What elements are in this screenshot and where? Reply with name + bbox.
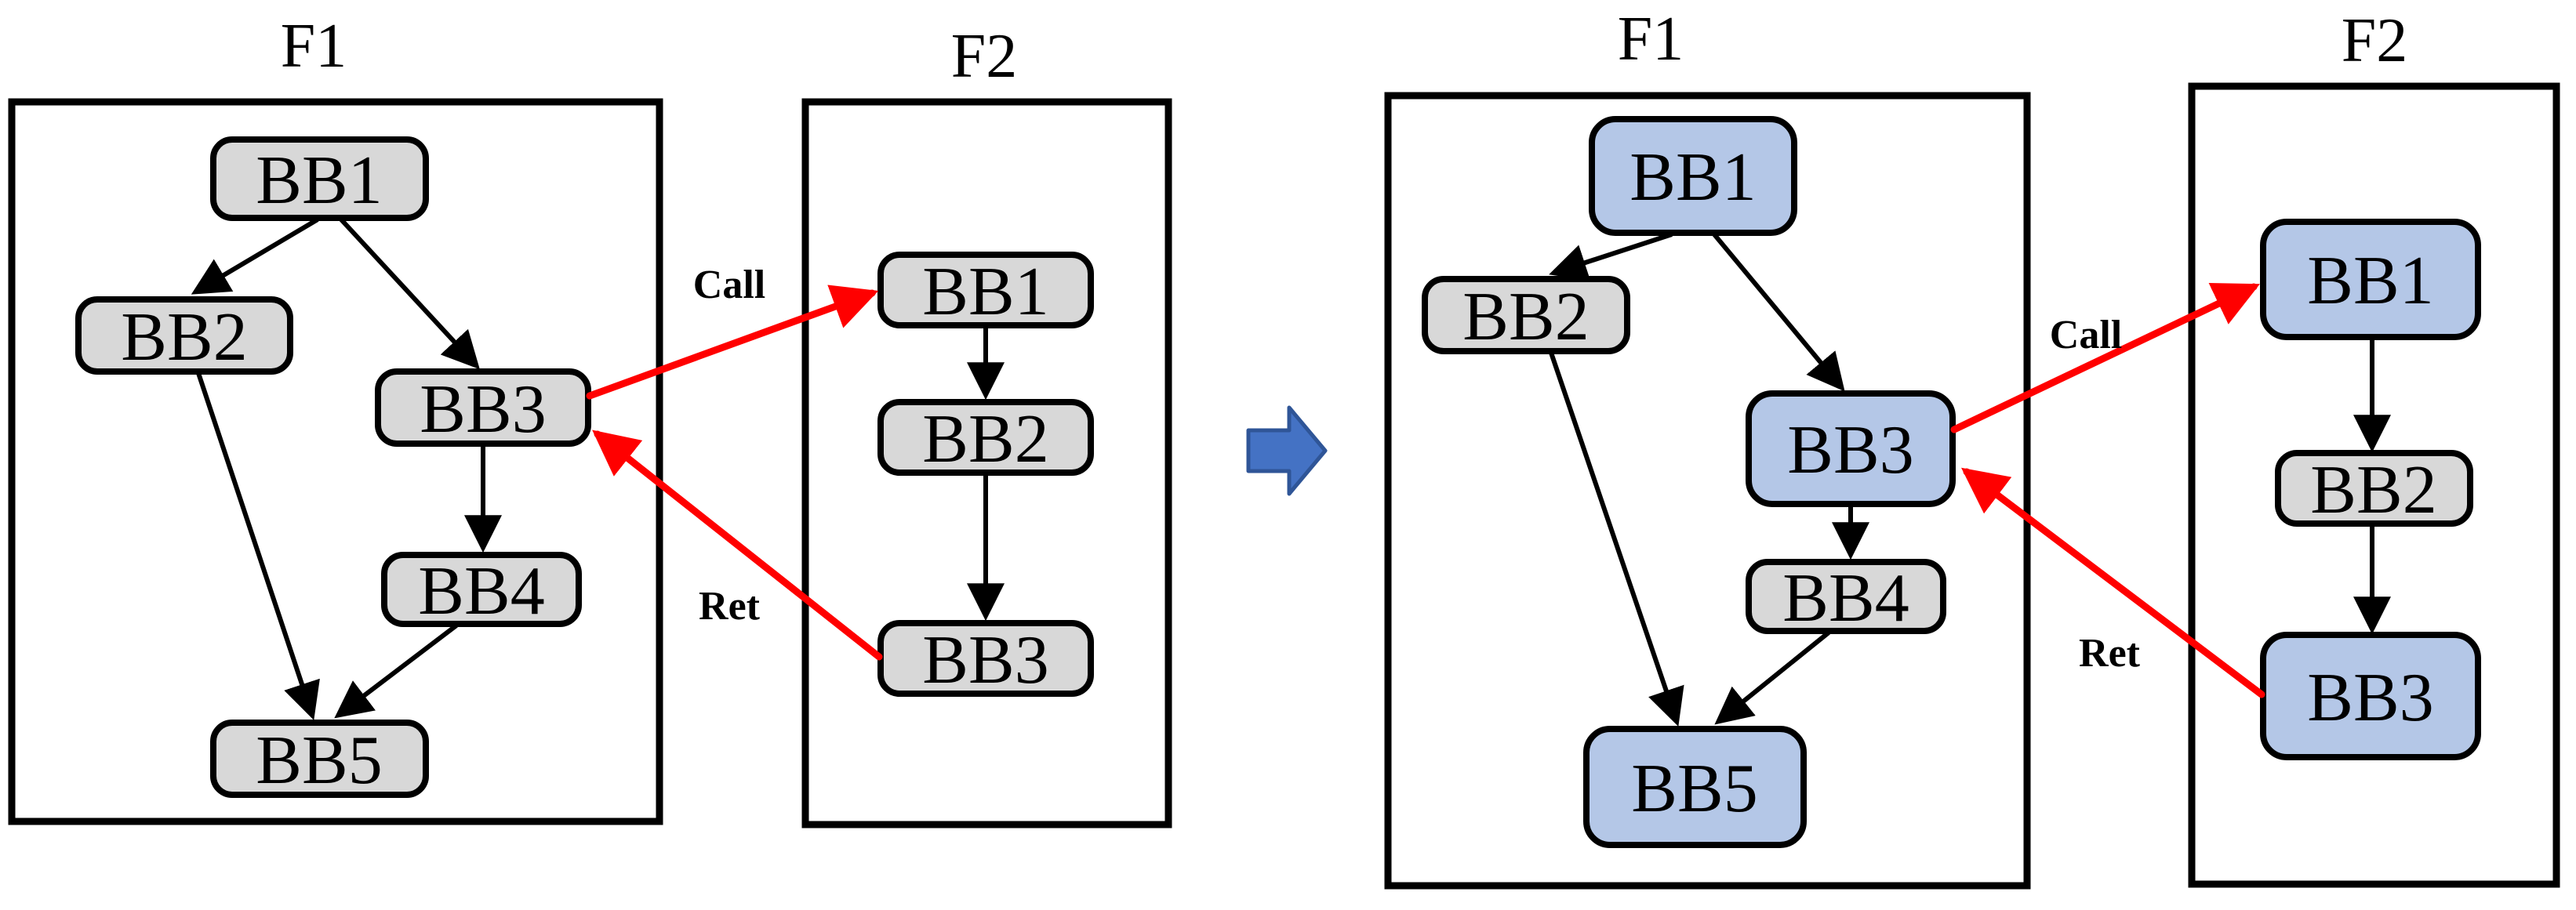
left-f1-node-bb3: BB3: [375, 368, 591, 448]
right-call-arrow: [1950, 282, 2260, 433]
left-f1-node-bb1-label: BB1: [256, 143, 382, 219]
left-f1-edge-bb2-bb5: [196, 372, 320, 720]
right-f2-title: F2: [2342, 6, 2408, 75]
right-f2-node-bb2: BB2: [2275, 450, 2473, 528]
left-f1-node-bb2-label: BB2: [121, 299, 247, 375]
left-f1-edge-bb1-bb3: [339, 217, 480, 370]
left-f1-node-bb3-label: BB3: [420, 372, 546, 448]
right-ret-label: Ret: [2079, 631, 2141, 676]
right-f1-node-bb2: BB2: [1422, 276, 1630, 355]
right-f2-node-bb3-label: BB3: [2307, 660, 2433, 736]
right-f1-title: F1: [1618, 5, 1684, 74]
left-f2-node-bb1-label: BB1: [922, 254, 1048, 330]
left-ret-label: Ret: [699, 584, 761, 629]
left-call-label: Call: [693, 263, 765, 307]
right-f2-node-bb1: BB1: [2260, 219, 2481, 340]
right-f1-node-bb1: BB1: [1589, 116, 1797, 236]
right-ret-arrow: [1960, 467, 2265, 698]
left-f1-title: F1: [281, 12, 347, 81]
right-f2-node-bb2-label: BB2: [2310, 452, 2436, 528]
right-call-label: Call: [2050, 313, 2122, 357]
left-f1-node-bb5: BB5: [210, 720, 429, 799]
right-f1-node-bb3: BB3: [1746, 390, 1956, 507]
right-f1-edge-bb4-bb5: [1714, 630, 1830, 725]
transform-arrow-icon: [1246, 405, 1328, 496]
right-f2-node-bb1-label: BB1: [2307, 243, 2433, 319]
right-f1-node-bb5: BB5: [1583, 726, 1807, 848]
left-f1-node-bb2: BB2: [75, 296, 293, 375]
right-f1-node-bb5-label: BB5: [1631, 751, 1757, 827]
right-f1-node-bb4-label: BB4: [1782, 560, 1909, 636]
right-f2-node-bb3: BB3: [2260, 632, 2481, 760]
right-f1-edge-bb1-bb3: [1712, 233, 1845, 392]
left-f2-title: F2: [951, 22, 1018, 91]
left-f2-node-bb3: BB3: [877, 620, 1094, 698]
right-f1-node-bb4: BB4: [1746, 559, 1946, 636]
left-ret-arrow: [592, 430, 883, 661]
right-f1-node-bb3-label: BB3: [1787, 412, 1913, 488]
left-f2-node-bb1: BB1: [877, 252, 1094, 330]
left-f1-edge-bb1-bb2: [191, 217, 319, 295]
right-f1-node-bb2-label: BB2: [1462, 279, 1589, 355]
left-f1-node-bb4: BB4: [381, 552, 582, 629]
right-f1-node-bb1-label: BB1: [1630, 140, 1756, 216]
left-f2-node-bb2: BB2: [877, 399, 1094, 477]
left-f1-node-bb5-label: BB5: [256, 723, 382, 799]
right-f1-edge-bb2-bb5: [1549, 352, 1684, 727]
left-f2-node-bb2-label: BB2: [922, 401, 1048, 477]
left-call-arrow: [586, 285, 879, 400]
right-f1-edge-bb1-bb2: [1549, 232, 1673, 281]
left-f1-node-bb1: BB1: [210, 136, 429, 221]
left-f1-node-bb4-label: BB4: [418, 553, 544, 629]
left-f2-node-bb3-label: BB3: [922, 622, 1048, 698]
left-f1-edge-bb4-bb5: [334, 623, 458, 719]
